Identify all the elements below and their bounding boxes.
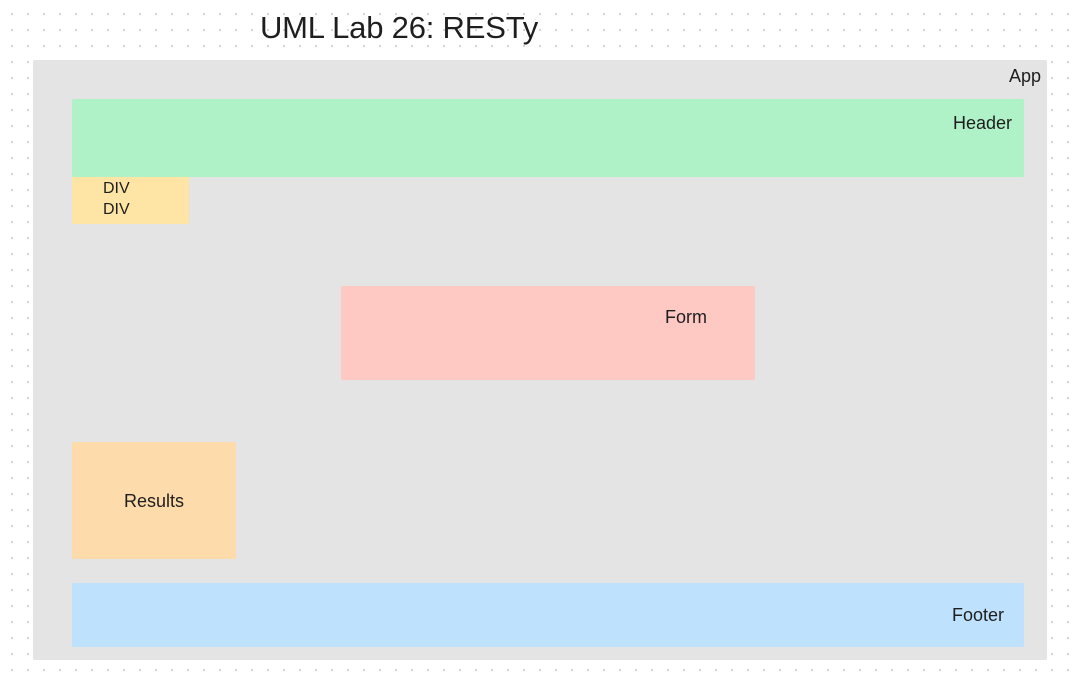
form-component[interactable]: Form — [341, 286, 755, 380]
header-label: Header — [952, 113, 1012, 133]
div-component[interactable]: DIV DIV — [72, 177, 189, 224]
div-label-1: DIV — [103, 180, 130, 197]
app-label: App — [1008, 66, 1041, 86]
diagram-title: UML Lab 26: RESTy — [260, 10, 539, 45]
div-label-2: DIV — [103, 201, 130, 218]
results-component[interactable]: Results — [72, 442, 236, 559]
form-label: Form — [665, 307, 707, 327]
header-component[interactable]: Header — [72, 99, 1024, 177]
footer-component[interactable]: Footer — [72, 583, 1024, 647]
results-label: Results — [123, 491, 185, 511]
footer-label: Footer — [951, 605, 1004, 625]
